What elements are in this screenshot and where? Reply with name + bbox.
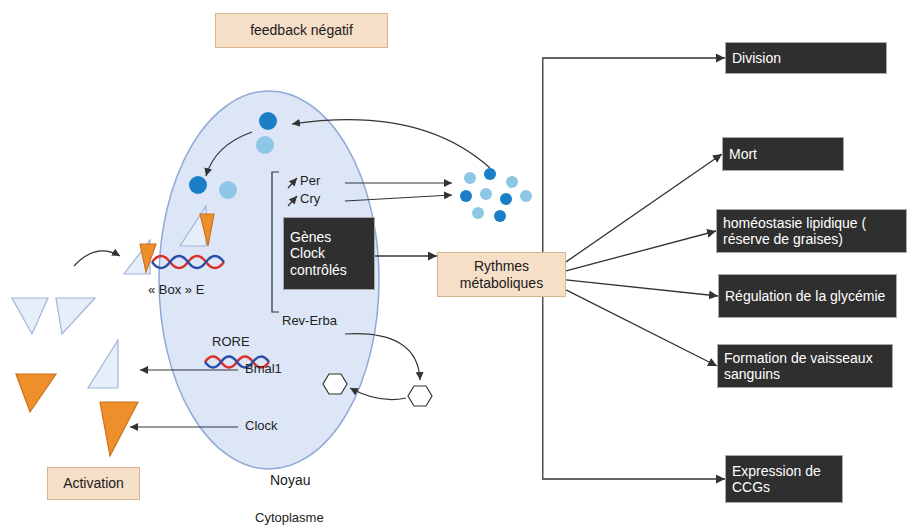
box-text: Activation [56, 475, 131, 491]
connector-arrow [566, 154, 722, 262]
rhythm-box: Rythmes métaboliques [437, 252, 566, 297]
connector-arrow [566, 290, 717, 366]
gene-name: Cry [300, 192, 320, 207]
bound-triangle [140, 244, 156, 272]
activation-box: Activation [47, 467, 140, 500]
dna-element: RORE [212, 335, 250, 350]
gene-name: Clock [245, 419, 278, 434]
clock-arrow [130, 426, 238, 427]
outcome-box: Expression de CCGs [725, 455, 843, 503]
gene-name: Bmal1 [245, 362, 282, 377]
nucleus-label: Noyau [158, 472, 380, 488]
bmal1-triangle [56, 298, 95, 334]
protein-circle [460, 190, 472, 202]
protein-circle [219, 181, 237, 199]
protein-circle [189, 176, 207, 194]
box-text: Mort [729, 146, 837, 162]
connector-arrow [375, 255, 437, 256]
protein-circle [520, 190, 532, 202]
bmal1-arrow [140, 369, 238, 370]
connector-arrow [543, 297, 725, 479]
box-text: Division [732, 50, 880, 66]
nucleus: NoyauGènes Clock contrôlés [158, 90, 380, 470]
gene-box: Gènes Clock contrôlés [283, 217, 375, 290]
gene-name: Rev-Erba [282, 314, 337, 329]
hexagon-ligand [323, 374, 347, 394]
region-name: Cytoplasme [255, 511, 324, 526]
outcome-box: homéostasie lipidique ( réserve de grais… [716, 209, 907, 253]
nucleus-ellipse [159, 91, 379, 469]
outcome-box: Régulation de la glycémie [718, 274, 897, 318]
box-text: Expression de CCGs [732, 463, 836, 495]
box-text: Rythmes métaboliques [446, 258, 557, 290]
box-text: Gènes Clock contrôlés [290, 229, 368, 277]
connector-arrow [543, 58, 725, 252]
protein-circle [500, 193, 512, 205]
outcome-box: Mort [722, 137, 844, 171]
box-text: Régulation de la glycémie [725, 288, 890, 304]
protein-circle [259, 112, 277, 130]
box-text: feedback négatif [224, 22, 379, 38]
bmal1-triangle [88, 340, 118, 388]
protein-circle [256, 136, 274, 154]
gene-name: Per [300, 174, 320, 189]
protein-circle [472, 207, 484, 219]
per-arrow [345, 182, 452, 183]
hexagon-ligand [408, 386, 432, 406]
bmal1-triangle [12, 298, 48, 334]
protein-circle [506, 176, 518, 188]
connector-arrow [566, 231, 716, 271]
protein-circle [484, 168, 496, 180]
clock-triangle [16, 374, 56, 412]
box-text: Formation de vaisseaux sanguins [724, 350, 886, 382]
dna-element: « Box » E [148, 283, 204, 298]
connector-arrow [566, 280, 718, 296]
box-text: homéostasie lipidique ( réserve de grais… [723, 215, 900, 247]
protein-circle [494, 210, 506, 222]
protein-circle [464, 172, 476, 184]
outcome-box: Division [725, 42, 887, 74]
clock-triangle [100, 402, 138, 456]
box-arrow [74, 251, 120, 266]
feedback-box: feedback négatif [215, 13, 388, 48]
outcome-box: Formation de vaisseaux sanguins [717, 344, 893, 388]
protein-circle [480, 188, 492, 200]
